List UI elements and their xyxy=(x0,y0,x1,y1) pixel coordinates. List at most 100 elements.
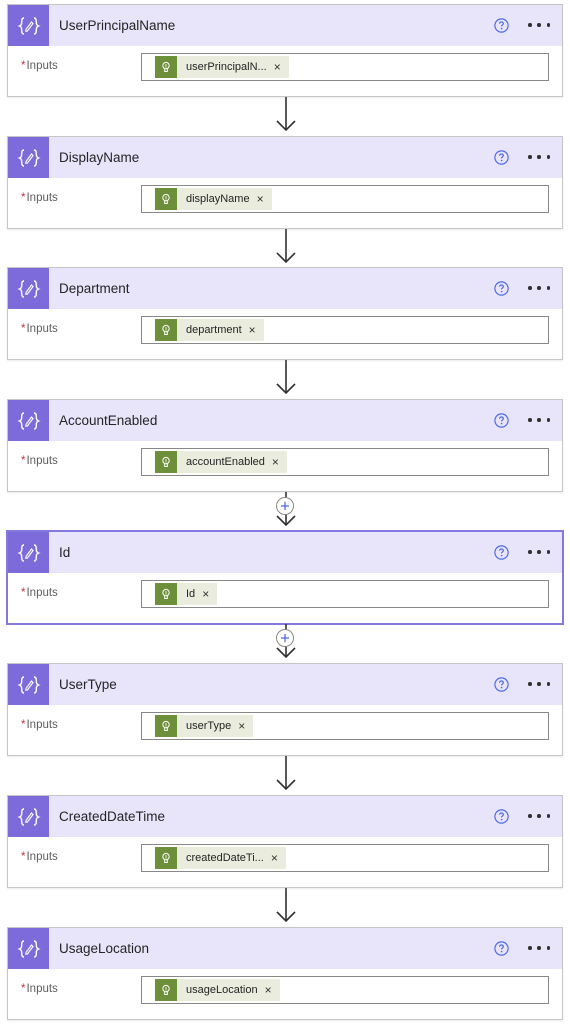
inputs-label: *Inputs xyxy=(21,455,58,467)
dynamic-content-token[interactable]: usageLocation × xyxy=(155,979,280,1001)
token-label: createdDateTi... xyxy=(186,852,264,864)
card-title[interactable]: AccountEnabled xyxy=(59,413,158,428)
compose-action-card-8[interactable]: UsageLocation *Inputs xyxy=(7,927,563,1020)
help-icon[interactable] xyxy=(494,809,509,824)
card-title[interactable]: Id xyxy=(59,545,71,560)
card-header[interactable]: UsageLocation xyxy=(8,928,562,969)
card-header[interactable]: CreatedDateTime xyxy=(8,796,562,837)
compose-icon xyxy=(8,664,49,705)
dynamic-content-icon xyxy=(155,188,177,210)
card-title[interactable]: UserPrincipalName xyxy=(59,18,176,33)
card-header[interactable]: UserPrincipalName xyxy=(8,5,562,46)
more-options-icon[interactable] xyxy=(528,17,550,33)
required-marker: * xyxy=(21,323,26,335)
card-title[interactable]: UsageLocation xyxy=(59,941,150,956)
plus-icon xyxy=(281,634,289,642)
token-remove-icon[interactable]: × xyxy=(264,983,272,997)
card-header[interactable]: DisplayName xyxy=(8,137,562,178)
inputs-label-text: Inputs xyxy=(26,719,58,731)
token-remove-icon[interactable]: × xyxy=(270,851,278,865)
dynamic-content-token[interactable]: displayName × xyxy=(155,188,272,210)
inputs-field[interactable]: department × xyxy=(141,316,549,344)
dynamic-content-icon xyxy=(155,583,177,605)
compose-action-card-3[interactable]: Department *Inputs xyxy=(7,267,563,360)
card-title[interactable]: Department xyxy=(59,281,130,296)
arrow-down-icon xyxy=(274,229,298,265)
token-label: displayName xyxy=(186,193,250,205)
arrow-down-icon xyxy=(274,97,298,133)
dynamic-content-token[interactable]: userType × xyxy=(155,715,254,737)
compose-icon xyxy=(8,268,49,309)
inputs-field[interactable]: createdDateTi... × xyxy=(141,844,549,872)
dynamic-content-icon xyxy=(155,56,177,78)
help-icon[interactable] xyxy=(494,677,509,692)
card-title[interactable]: CreatedDateTime xyxy=(59,809,166,824)
inputs-field[interactable]: userType × xyxy=(141,712,549,740)
compose-action-card-2[interactable]: DisplayName *Inputs xyxy=(7,136,563,229)
compose-icon xyxy=(8,532,49,573)
dynamic-content-token[interactable]: accountEnabled × xyxy=(155,451,287,473)
insert-step-button[interactable] xyxy=(276,629,294,647)
token-remove-icon[interactable]: × xyxy=(202,587,210,601)
dynamic-content-token[interactable]: department × xyxy=(155,319,264,341)
token-remove-icon[interactable]: × xyxy=(273,60,281,74)
token-remove-icon[interactable]: × xyxy=(271,455,279,469)
insert-step-button[interactable] xyxy=(276,497,294,515)
dynamic-content-icon xyxy=(155,979,177,1001)
more-options-icon[interactable] xyxy=(528,808,550,824)
compose-action-card-6[interactable]: UserType *Inputs xyxy=(7,663,563,756)
inputs-field[interactable]: userPrincipalN... × xyxy=(141,53,549,81)
more-options-icon[interactable] xyxy=(528,940,550,956)
card-title[interactable]: UserType xyxy=(59,677,117,692)
more-options-icon[interactable] xyxy=(528,149,550,165)
token-remove-icon[interactable]: × xyxy=(248,323,256,337)
card-header[interactable]: Id xyxy=(8,532,562,573)
card-title[interactable]: DisplayName xyxy=(59,150,140,165)
token-remove-icon[interactable]: × xyxy=(238,719,246,733)
card-header[interactable]: UserType xyxy=(8,664,562,705)
dynamic-content-icon xyxy=(155,847,177,869)
inputs-field[interactable]: Id × xyxy=(141,580,549,608)
dynamic-content-icon xyxy=(155,451,177,473)
dynamic-content-token[interactable]: userPrincipalN... × xyxy=(155,56,289,78)
required-marker: * xyxy=(21,851,26,863)
help-icon[interactable] xyxy=(494,281,509,296)
dynamic-content-icon xyxy=(155,319,177,341)
card-header[interactable]: Department xyxy=(8,268,562,309)
inputs-label: *Inputs xyxy=(21,192,58,204)
token-label: usageLocation xyxy=(186,984,258,996)
token-label: department xyxy=(186,324,242,336)
compose-action-card-7[interactable]: CreatedDateTime *Inputs xyxy=(7,795,563,888)
inputs-label: *Inputs xyxy=(21,983,58,995)
arrow-down-icon xyxy=(274,756,298,792)
help-icon[interactable] xyxy=(494,18,509,33)
compose-action-card-1[interactable]: UserPrincipalName *Inputs xyxy=(7,4,563,97)
token-label: Id xyxy=(186,588,196,600)
required-marker: * xyxy=(21,983,26,995)
compose-action-card-4[interactable]: AccountEnabled *Inputs xyxy=(7,399,563,492)
inputs-label-text: Inputs xyxy=(26,455,58,467)
inputs-label: *Inputs xyxy=(21,323,58,335)
compose-action-card-5[interactable]: Id *Inputs xyxy=(7,531,563,624)
more-options-icon[interactable] xyxy=(528,544,550,560)
inputs-field[interactable]: accountEnabled × xyxy=(141,448,549,476)
required-marker: * xyxy=(21,60,26,72)
help-icon[interactable] xyxy=(494,545,509,560)
help-icon[interactable] xyxy=(494,413,509,428)
dynamic-content-token[interactable]: Id × xyxy=(155,583,218,605)
token-remove-icon[interactable]: × xyxy=(256,192,264,206)
help-icon[interactable] xyxy=(494,150,509,165)
help-icon[interactable] xyxy=(494,941,509,956)
inputs-field[interactable]: usageLocation × xyxy=(141,976,549,1004)
inputs-field[interactable]: displayName × xyxy=(141,185,549,213)
more-options-icon[interactable] xyxy=(528,412,550,428)
arrow-down-icon xyxy=(274,888,298,924)
inputs-label-text: Inputs xyxy=(26,587,58,599)
more-options-icon[interactable] xyxy=(528,280,550,296)
inputs-label: *Inputs xyxy=(21,587,58,599)
dynamic-content-token[interactable]: createdDateTi... × xyxy=(155,847,286,869)
card-header[interactable]: AccountEnabled xyxy=(8,400,562,441)
more-options-icon[interactable] xyxy=(528,676,550,692)
inputs-label: *Inputs xyxy=(21,60,58,72)
token-label: accountEnabled xyxy=(186,456,265,468)
